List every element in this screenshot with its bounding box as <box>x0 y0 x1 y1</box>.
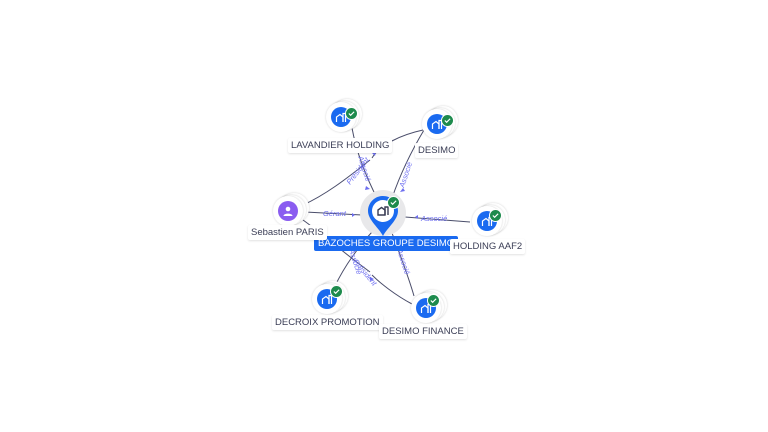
node-label: LAVANDIER HOLDING <box>288 138 393 153</box>
node-label: Sebastien PARIS <box>248 225 327 240</box>
edge-finance-sebastien <box>371 274 413 305</box>
verified-check-icon <box>489 209 502 222</box>
edge-label-gerant: Gérant <box>323 209 347 218</box>
verified-check-icon <box>330 285 343 298</box>
verified-check-icon <box>345 107 358 120</box>
node-label: DECROIX PROMOTION <box>272 315 383 330</box>
edge-aaf2 <box>404 216 471 223</box>
verified-check-icon <box>441 114 454 127</box>
arrow-marker <box>352 213 355 217</box>
verified-check-icon <box>387 196 400 209</box>
arrow-marker <box>370 277 374 281</box>
edge-sebastien-president-top <box>302 159 371 206</box>
arrow-marker <box>365 186 370 190</box>
building-icon <box>377 206 389 216</box>
arrow-marker <box>400 188 405 192</box>
edge-label-desimo-finance: Associé <box>395 247 412 276</box>
edge-desimo <box>391 129 425 199</box>
verified-check-icon <box>427 294 440 307</box>
node-label: HOLDING AAF2 <box>450 239 526 254</box>
arrow-marker <box>415 215 418 219</box>
node-label: DESIMO FINANCE <box>379 324 467 339</box>
person-icon <box>278 201 298 221</box>
central-node-label[interactable]: BAZOCHES GROUPE DESIMO <box>314 236 459 251</box>
node-label: DESIMO <box>415 143 459 158</box>
edge-label-aaf2: Associé <box>420 214 447 223</box>
edge-decroix <box>334 231 373 287</box>
edge-label-desimo: Associé <box>397 161 414 190</box>
